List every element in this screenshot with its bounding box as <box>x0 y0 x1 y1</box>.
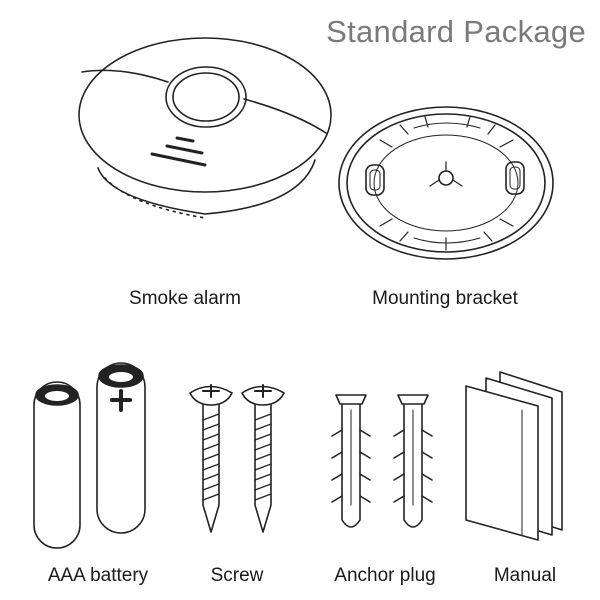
anchor-plug-label: Anchor plug <box>334 565 436 586</box>
screw-icon <box>189 384 285 533</box>
manual-icon <box>465 371 563 541</box>
smoke-alarm-icon <box>78 37 332 219</box>
smoke-alarm-label: Smoke alarm <box>129 288 241 309</box>
anchor-plug-icon <box>331 394 433 528</box>
mounting-bracket-label: Mounting bracket <box>372 288 518 309</box>
battery-icon <box>33 362 146 549</box>
screw-label: Screw <box>210 565 264 586</box>
page-title: Standard Package <box>326 14 586 49</box>
battery-label: AAA battery <box>47 565 149 586</box>
mounting-bracket-icon <box>338 106 554 260</box>
manual-label: Manual <box>493 565 557 586</box>
